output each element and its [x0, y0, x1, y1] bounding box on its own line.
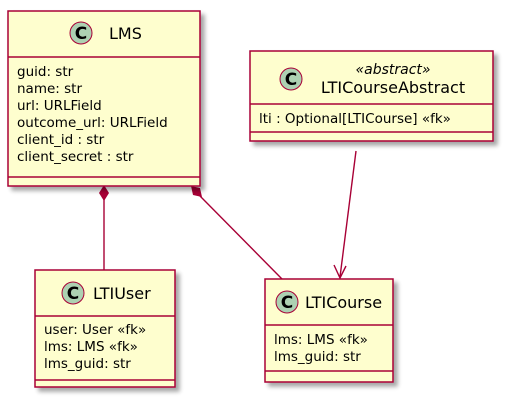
- class-field: client_secret : str: [17, 149, 134, 165]
- class-lti-course[interactable]: C LTICourse lms: LMS «fk»lms_guid: str: [264, 278, 394, 383]
- class-field: name: str: [17, 81, 82, 97]
- class-lti-course-abstract[interactable]: C «abstract» LTICourseAbstract lti : Opt…: [249, 50, 494, 142]
- class-name: LTIUser: [93, 284, 151, 303]
- field-list: lti : Optional[LTICourse] «fk»: [259, 111, 451, 127]
- arrow-head-lti-course: [333, 264, 347, 280]
- class-c-icon: [69, 21, 93, 45]
- class-field: guid: str: [17, 64, 74, 80]
- class-field: lms: LMS «fk»: [44, 339, 138, 355]
- class-field: user: User «fk»: [44, 322, 146, 338]
- class-stereotype: «abstract»: [355, 62, 430, 78]
- class-field: outcome_url: URLField: [17, 115, 168, 131]
- class-letter: C: [75, 24, 87, 44]
- class-c-icon: [61, 281, 85, 305]
- relations: [99, 150, 357, 280]
- class-letter: C: [67, 284, 79, 304]
- class-field: url: URLField: [17, 98, 102, 114]
- field-list: lms: LMS «fk»lms_guid: str: [274, 332, 368, 365]
- class-field: lms: LMS «fk»: [274, 332, 368, 348]
- class-field: client_id : str: [17, 132, 105, 148]
- class-c-icon: [275, 290, 299, 314]
- class-c-icon: [279, 67, 303, 91]
- class-name: LTICourseAbstract: [321, 78, 465, 97]
- class-lti-user[interactable]: C LTIUser user: User «fk»lms: LMS «fk»lm…: [34, 269, 176, 388]
- class-name: LTICourse: [305, 293, 382, 312]
- composition-diamond-lti-course: [191, 186, 202, 197]
- class-letter: C: [281, 293, 293, 313]
- class-field: lms_guid: str: [44, 356, 131, 372]
- class-name: LMS: [109, 24, 142, 43]
- class-field: lti : Optional[LTICourse] «fk»: [259, 111, 451, 127]
- edge-abstract-lti-course: [339, 150, 357, 278]
- composition-diamond-lti-user: [99, 185, 109, 201]
- class-letter: C: [285, 70, 297, 90]
- field-list: user: User «fk»lms: LMS «fk»lms_guid: st…: [44, 322, 146, 372]
- class-field: lms_guid: str: [274, 349, 361, 365]
- edge-lms-lti-course: [199, 195, 283, 280]
